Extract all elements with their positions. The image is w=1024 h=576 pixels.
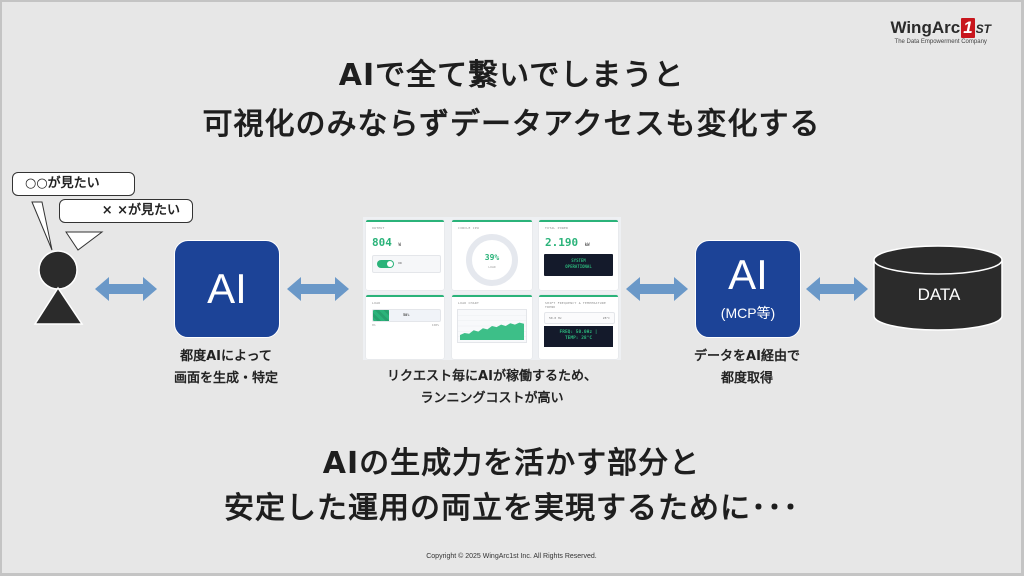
chart-area <box>460 322 524 340</box>
cpu-ring-gauge <box>466 234 518 286</box>
output-value: 804 <box>372 236 392 249</box>
power-value: 2.190 <box>545 236 579 249</box>
card-load-label: LOAD <box>372 301 381 305</box>
card-chart-label: LOAD CHART <box>458 301 480 305</box>
conclusion-line-1: AIの生成力を活かす部分と <box>322 446 701 481</box>
card-cpu: CIRCLE CPU 39% LOAD <box>452 220 532 290</box>
bubble1-tail <box>31 201 53 251</box>
card-power-label: TOTAL POWER <box>545 226 569 230</box>
freq-temp-readout: 50.0 Hz 28°C <box>544 312 615 324</box>
freq-temp-display: FREQ: 50.0Hz | TEMP: 28°C <box>544 326 613 347</box>
database-label: DATA <box>917 285 961 304</box>
database-icon <box>873 245 1003 331</box>
ai-mcp-sub: (MCP等) <box>720 305 776 321</box>
freq-readout: 50.0 Hz <box>549 316 562 320</box>
bubble-1-text: ○○が見たい <box>25 176 100 191</box>
load-area-chart <box>457 309 527 343</box>
logo-word: WingArc <box>890 18 961 37</box>
ai-left-caption-line-2: 画面を生成・特定 <box>173 371 278 386</box>
load-progress-fill <box>373 310 389 321</box>
card-chart: LOAD CHART <box>452 295 532 359</box>
system-status-display: SYSTEM OPERATIONAL <box>544 254 613 276</box>
ai-mcp-label: AI <box>728 251 768 298</box>
load-progress-bar: 58% <box>372 309 441 322</box>
bubble-tails <box>31 201 104 251</box>
ai-right-caption: データをAI経由で 都度取得 <box>672 346 822 390</box>
double-arrow-icon <box>626 277 688 301</box>
dashboard-preview: OUTPUT 804 W ON CIRCLE CPU 39% LOAD TOTA… <box>363 217 621 360</box>
dashboard-caption-line-1: リクエスト毎にAIが稼働するため、 <box>387 369 597 384</box>
ai-mcp-box: AI (MCP等) <box>695 240 801 338</box>
card-cpu-label: CIRCLE CPU <box>458 226 480 230</box>
copyright-footer: Copyright © 2025 WingArc1st Inc. All Rig… <box>426 553 597 560</box>
double-arrow-icon <box>95 277 157 301</box>
ai-right-caption-line-2: 都度取得 <box>720 371 773 386</box>
double-arrow-icon <box>806 277 868 301</box>
load-max: 100% <box>431 323 439 327</box>
card-power: TOTAL POWER 2.190 kW SYSTEM OPERATIONAL <box>539 220 618 290</box>
ai-generator-box: AI <box>174 240 280 338</box>
person-icon <box>33 250 84 325</box>
card-freq-label: SHIFT FREQUENCY & TEMPERATURE TREND <box>545 301 607 309</box>
load-value: 58% <box>403 313 410 317</box>
cpu-sub: LOAD <box>488 265 496 269</box>
freq-display-line-2: TEMP: 28°C <box>564 336 593 341</box>
cpu-value: 39% <box>484 253 500 262</box>
logo-one-mark: 1 <box>961 18 975 38</box>
conclusion-line-2: 安定した運用の両立を実現するために･･･ <box>224 491 799 526</box>
ai-right-caption-line-1: データをAI経由で <box>694 349 800 364</box>
card-freq-temp: SHIFT FREQUENCY & TEMPERATURE TREND 50.0… <box>539 295 618 359</box>
ai-left-caption-line-1: 都度AIによって <box>180 349 272 364</box>
card-load: LOAD 58% 0% 100% <box>366 295 444 359</box>
logo-tagline: The Data Empowerment Company <box>894 39 987 45</box>
card-output-label: OUTPUT <box>372 226 385 230</box>
toggle-label: ON <box>398 261 402 265</box>
temp-readout: 28°C <box>602 316 610 320</box>
bubble2-tail <box>65 231 104 251</box>
double-arrow-icon <box>287 277 349 301</box>
speech-bubble-2: × ×が見たい <box>59 199 193 223</box>
logo-st: ST <box>975 22 991 36</box>
ai-label: AI <box>207 265 247 312</box>
speech-bubble-1: ○○が見たい <box>12 172 135 196</box>
heading-line-1: AIで全て繋いでしまうと <box>338 58 685 93</box>
toggle-switch[interactable] <box>377 260 394 268</box>
status-line-1: SYSTEM <box>571 258 586 263</box>
card-output: OUTPUT 804 W ON <box>366 220 444 290</box>
bubble-2-text: × ×が見たい <box>101 203 180 218</box>
dashboard-caption: リクエスト毎にAIが稼働するため、 ランニングコストが高い <box>342 366 642 410</box>
ai-left-caption: 都度AIによって 画面を生成・特定 <box>152 346 300 390</box>
load-min: 0% <box>372 323 376 327</box>
status-line-2: OPERATIONAL <box>565 264 592 269</box>
freq-display-line-1: FREQ: 50.0Hz | <box>559 330 598 335</box>
dashboard-caption-line-2: ランニングコストが高い <box>420 391 564 406</box>
heading-line-2: 可視化のみならずデータアクセスも変化する <box>202 107 821 142</box>
output-unit: W <box>398 242 401 247</box>
toggle-panel: ON <box>372 255 441 273</box>
power-unit: kW <box>584 242 590 247</box>
